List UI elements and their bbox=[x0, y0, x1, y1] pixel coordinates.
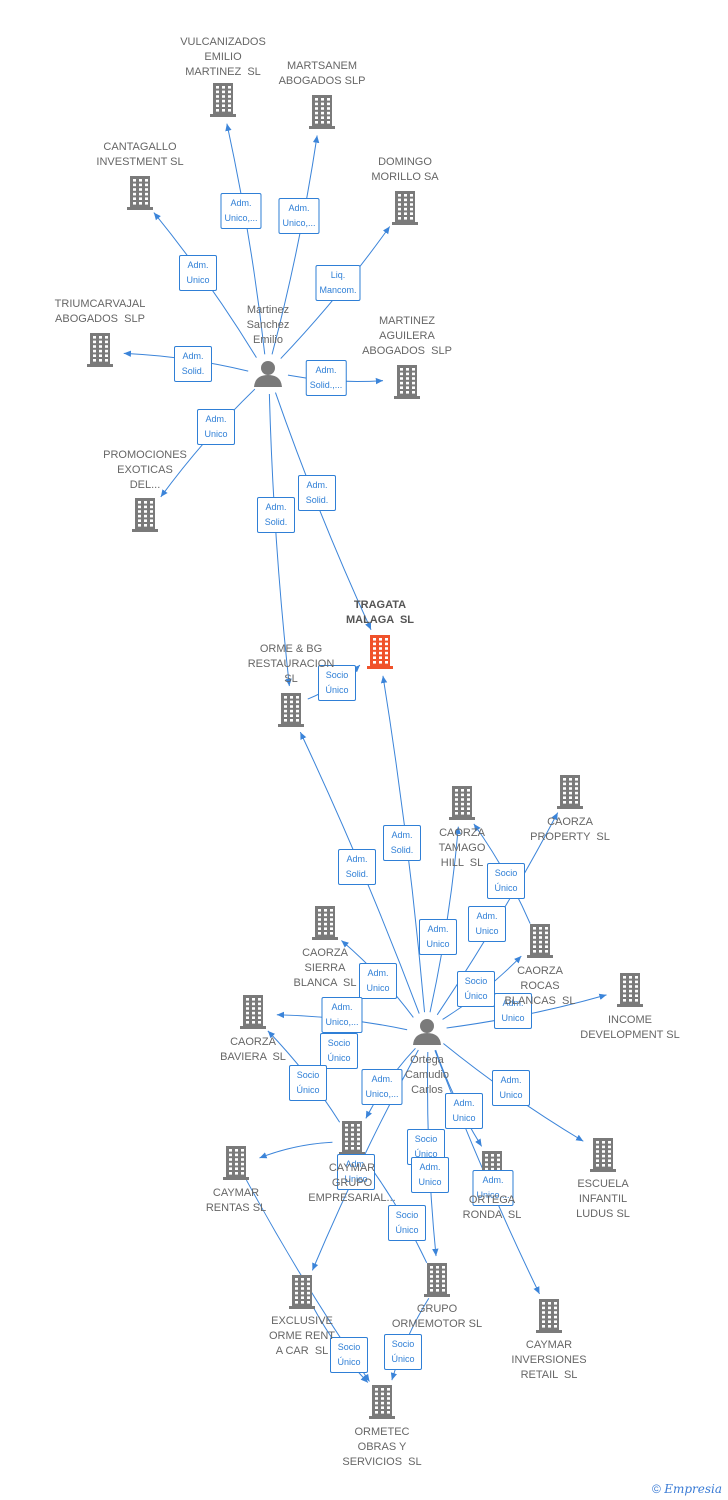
building-icon-highlighted[interactable] bbox=[367, 635, 393, 669]
node-label-ormetec[interactable]: ORMETEC OBRAS Y SERVICIOS SL bbox=[342, 1426, 422, 1468]
relation-label[interactable]: Adm. Unico bbox=[492, 1070, 530, 1106]
building-icon[interactable] bbox=[617, 973, 643, 1007]
relation-label[interactable]: Socio Único bbox=[330, 1337, 368, 1373]
node-label-ortega-ronda[interactable]: ORTEGA RONDA SL bbox=[462, 1194, 522, 1221]
node-label-domingo[interactable]: DOMINGO MORILLO SA bbox=[371, 156, 439, 183]
relation-label[interactable]: Adm. Unico,... bbox=[278, 198, 320, 234]
node-label-orme-bg[interactable]: ORME & BG RESTAURACION SL bbox=[247, 643, 335, 685]
relation-label[interactable]: Adm. Solid. bbox=[257, 497, 295, 533]
building-icon[interactable] bbox=[309, 95, 335, 129]
relation-label[interactable]: Adm. Unico,... bbox=[472, 1170, 514, 1206]
relation-label[interactable]: Adm. Unico bbox=[197, 409, 235, 445]
relation-label[interactable]: Liq. Mancom. bbox=[315, 265, 361, 301]
building-icon[interactable] bbox=[240, 995, 266, 1029]
relation-label[interactable]: Adm. Unico bbox=[468, 906, 506, 942]
node-label-cantagallo[interactable]: CANTAGALLO INVESTMENT SL bbox=[96, 141, 184, 168]
relation-label[interactable]: Adm. Solid. bbox=[174, 346, 212, 382]
person-icon[interactable] bbox=[254, 361, 282, 387]
relation-label[interactable]: Adm. Unico bbox=[337, 1154, 375, 1190]
node-label-ortega-person[interactable]: Ortega Camudio Carlos bbox=[404, 1054, 450, 1096]
node-label-grupo-ormemotor[interactable]: GRUPO ORMEMOTOR SL bbox=[391, 1303, 483, 1330]
node-label-escuela[interactable]: ESCUELA INFANTIL LUDUS SL bbox=[576, 1178, 630, 1220]
node-label-caymar-inversiones[interactable]: CAYMAR INVERSIONES RETAIL SL bbox=[511, 1339, 587, 1381]
relation-label[interactable]: Adm. Solid. bbox=[338, 849, 376, 885]
building-icon[interactable] bbox=[87, 333, 113, 367]
watermark[interactable]: © Empresia bbox=[652, 1482, 722, 1496]
building-icon[interactable] bbox=[132, 498, 158, 532]
edge-martinez-person-to-vulcanizados bbox=[225, 123, 266, 355]
node-label-vulcanizados[interactable]: VULCANIZADOS EMILIO MARTINEZ SL bbox=[180, 36, 266, 78]
node-label-caorza-baviera[interactable]: CAORZA BAVIERA SL bbox=[220, 1036, 286, 1063]
nodes-layer bbox=[87, 83, 643, 1419]
relation-label[interactable]: Adm. Solid. bbox=[383, 825, 421, 861]
copyright-symbol: © bbox=[652, 1482, 661, 1496]
relation-label[interactable]: Adm. Unico,... bbox=[321, 997, 363, 1033]
node-label-caorza-property[interactable]: CAORZA PROPERTY SL bbox=[530, 816, 610, 843]
relation-label[interactable]: Adm. Unico,... bbox=[220, 193, 262, 229]
edge-martinez-person-to-orme-bg bbox=[268, 393, 292, 687]
building-icon[interactable] bbox=[127, 176, 153, 210]
person-icon[interactable] bbox=[413, 1019, 441, 1045]
building-icon[interactable] bbox=[394, 365, 420, 399]
relation-label[interactable]: Adm. Unico bbox=[419, 919, 457, 955]
edge-martinez-person-to-martsanem bbox=[271, 135, 320, 355]
building-icon[interactable] bbox=[312, 906, 338, 940]
node-label-triumcarvajal[interactable]: TRIUMCARVAJAL ABOGADOS SLP bbox=[54, 298, 146, 325]
relation-label[interactable]: Socio Único bbox=[289, 1065, 327, 1101]
relation-label[interactable]: Adm. Unico bbox=[359, 963, 397, 999]
relation-label[interactable]: Socio Único bbox=[320, 1033, 358, 1069]
relation-label[interactable]: Adm. Solid.,... bbox=[305, 360, 347, 396]
building-icon[interactable] bbox=[449, 786, 475, 820]
relation-label[interactable]: Adm. Unico bbox=[445, 1093, 483, 1129]
edge-martinez-person-to-tragata bbox=[275, 392, 372, 630]
building-icon[interactable] bbox=[527, 924, 553, 958]
relation-label[interactable]: Adm. Solid. bbox=[298, 475, 336, 511]
building-icon[interactable] bbox=[590, 1138, 616, 1172]
building-icon[interactable] bbox=[289, 1275, 315, 1309]
building-icon[interactable] bbox=[210, 83, 236, 117]
relation-label[interactable]: Socio Único bbox=[487, 863, 525, 899]
brand-logo: Empresia bbox=[664, 1482, 722, 1496]
node-label-caorza-tamago[interactable]: CAORZA TAMAGO HILL SL bbox=[438, 827, 486, 869]
relation-label[interactable]: Adm. Unico bbox=[179, 255, 217, 291]
building-icon[interactable] bbox=[369, 1385, 395, 1419]
relation-label[interactable]: Adm. Unico bbox=[411, 1157, 449, 1193]
node-label-martinez-aguilera[interactable]: MARTINEZ AGUILERA ABOGADOS SLP bbox=[362, 315, 452, 357]
node-label-promociones[interactable]: PROMOCIONES EXOTICAS DEL... bbox=[103, 449, 187, 491]
building-icon[interactable] bbox=[536, 1299, 562, 1333]
building-icon[interactable] bbox=[392, 191, 418, 225]
building-icon[interactable] bbox=[557, 775, 583, 809]
relation-label[interactable]: Socio Único bbox=[388, 1205, 426, 1241]
relation-label[interactable]: Socio Único bbox=[384, 1334, 422, 1370]
node-label-caorza-rocas[interactable]: CAORZA ROCAS BLANCAS SL bbox=[504, 965, 576, 1007]
building-icon[interactable] bbox=[339, 1121, 365, 1155]
node-label-caorza-sierra[interactable]: CAORZA SIERRA BLANCA SL bbox=[293, 947, 357, 989]
node-label-tragata[interactable]: TRAGATA MALAGA SL bbox=[345, 599, 415, 626]
node-label-grupo-empresarial[interactable]: CAYMAR GRUPO EMPRESARIAL... bbox=[308, 1162, 396, 1204]
node-label-exclusive[interactable]: EXCLUSIVE ORME RENT A CAR SL bbox=[269, 1315, 335, 1357]
node-label-martinez-person[interactable]: Martinez Sanchez Emilio bbox=[246, 304, 290, 346]
building-icon[interactable] bbox=[424, 1263, 450, 1297]
node-label-martsanem[interactable]: MARTSANEM ABOGADOS SLP bbox=[278, 60, 366, 87]
relation-label[interactable]: Adm. Unico,... bbox=[361, 1069, 403, 1105]
edge-grupo-empresarial-to-caymar-rentas bbox=[259, 1141, 333, 1159]
relation-label[interactable]: Adm. Unico bbox=[494, 993, 532, 1029]
building-icon[interactable] bbox=[223, 1146, 249, 1180]
relation-label[interactable]: Socio Único bbox=[457, 971, 495, 1007]
node-label-caymar-rentas[interactable]: CAYMAR RENTAS SL bbox=[205, 1187, 267, 1214]
relation-label[interactable]: Socio Único bbox=[318, 665, 356, 701]
node-label-income[interactable]: INCOME DEVELOPMENT SL bbox=[580, 1014, 680, 1041]
building-icon[interactable] bbox=[278, 693, 304, 727]
